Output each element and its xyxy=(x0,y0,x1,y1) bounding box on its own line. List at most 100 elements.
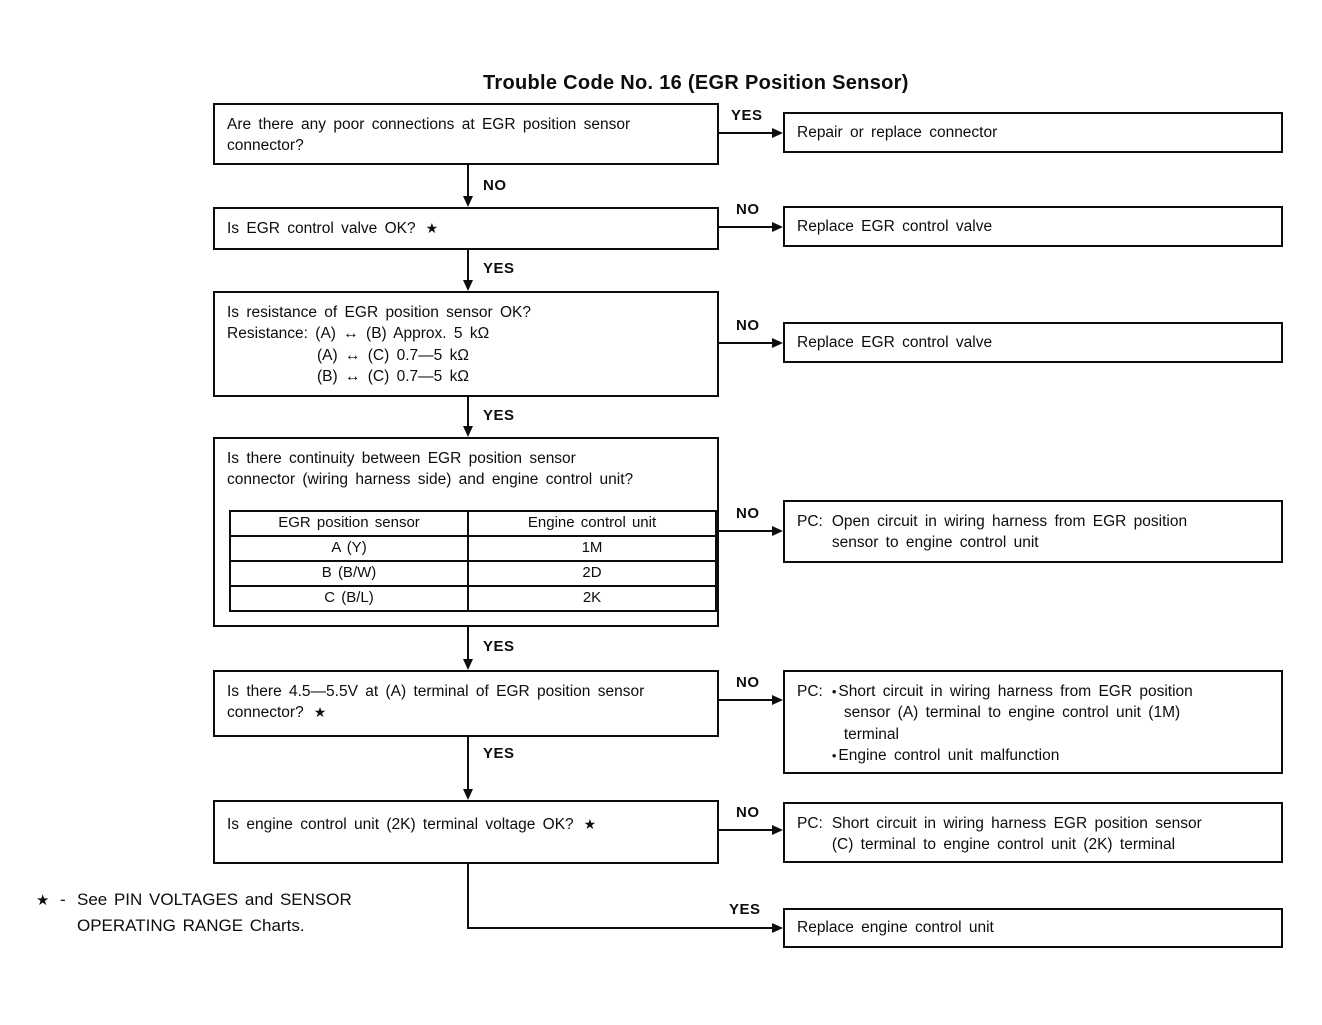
question-4-line1: Is there continuity between EGR position… xyxy=(227,450,576,467)
connector-label-yes: YES xyxy=(483,745,515,762)
table-cell: B (B/W) xyxy=(228,560,470,587)
connector-line xyxy=(467,927,773,929)
pc-prefix: PC: xyxy=(797,513,823,530)
question-3-line1: Is resistance of EGR position sensor OK? xyxy=(227,304,532,321)
pc-bullet-list: •Short circuit in wiring harness from EG… xyxy=(832,681,1193,767)
pc-row: PC: Short circuit in wiring harness EGR … xyxy=(797,813,1269,856)
table-row: C (B/L) 2K xyxy=(228,585,717,612)
result-3-text: Replace EGR control valve xyxy=(797,333,993,351)
result-box-short-circuit-c: PC: Short circuit in wiring harness EGR … xyxy=(783,802,1283,863)
result-6-line2: (C) terminal to engine control unit (2K)… xyxy=(831,836,1176,854)
table-cell: 2K xyxy=(467,585,717,612)
arrowhead-right-icon xyxy=(772,128,783,138)
pc-row: PC: •Short circuit in wiring harness fro… xyxy=(797,681,1269,767)
question-box-4: Is there continuity between EGR position… xyxy=(213,437,719,627)
result-7-text: Replace engine control unit xyxy=(797,919,994,937)
page-title: Trouble Code No. 16 (EGR Position Sensor… xyxy=(483,72,909,94)
pc-bullet-item: •Engine control unit malfunction xyxy=(832,745,1193,766)
footnote-line1: See PIN VOLTAGES and SENSOR xyxy=(77,890,352,909)
pc-row: PC: Open circuit in wiring harness from … xyxy=(797,511,1269,554)
connector-line xyxy=(719,132,773,134)
question-3-line3: (A) ↔ (C) 0.7—5 kΩ xyxy=(317,346,469,364)
footnote-separator: - xyxy=(60,890,66,909)
result-box-short-circuit-a: PC: •Short circuit in wiring harness fro… xyxy=(783,670,1283,774)
question-6-text: Is engine control unit (2K) terminal vol… xyxy=(227,816,574,833)
question-5-line2: connector? ★ xyxy=(227,702,705,723)
arrowhead-down-icon xyxy=(463,426,473,437)
table-row: B (B/W) 2D xyxy=(228,560,717,587)
connector-line xyxy=(719,530,773,532)
item-1-line3: terminal xyxy=(843,725,899,743)
star-icon: ★ xyxy=(313,704,327,721)
arrowhead-right-icon xyxy=(772,695,783,705)
question-4-line2: connector (wiring harness side) and engi… xyxy=(227,471,634,489)
item-1-line2: sensor (A) terminal to engine control un… xyxy=(843,704,1181,722)
question-3-line4: (B) ↔ (C) 0.7—5 kΩ xyxy=(317,368,469,386)
item-2-line1-text: Engine control unit malfunction xyxy=(838,747,1060,765)
result-box-open-circuit: PC: Open circuit in wiring harness from … xyxy=(783,500,1283,563)
connector-line xyxy=(719,226,773,228)
pc-bullet-item: •Short circuit in wiring harness from EG… xyxy=(832,681,1193,745)
connector-line xyxy=(467,864,469,929)
question-5-line2-text: connector? xyxy=(227,704,304,722)
item-1-line1-text: Short circuit in wiring harness from EGR… xyxy=(838,683,1193,700)
arrowhead-right-icon xyxy=(772,338,783,348)
connector-label-no: NO xyxy=(736,201,760,218)
bullet-icon: • xyxy=(831,748,837,764)
pc-text: Short circuit in wiring harness EGR posi… xyxy=(832,813,1202,856)
arrowhead-right-icon xyxy=(772,222,783,232)
pc-prefix: PC: xyxy=(797,683,823,700)
table-header-sensor: EGR position sensor xyxy=(228,510,470,537)
connector-label-no: NO xyxy=(736,317,760,334)
connector-label-yes: YES xyxy=(731,107,763,124)
question-1-line1: Are there any poor connections at EGR po… xyxy=(227,116,631,133)
connector-line xyxy=(467,737,469,790)
result-box-replace-egr-valve-1: Replace EGR control valve xyxy=(783,206,1283,247)
result-4-line2: sensor to engine control unit xyxy=(831,534,1039,552)
result-2-text: Replace EGR control valve xyxy=(797,217,993,235)
question-3-line2: Resistance: (A) ↔ (B) Approx. 5 kΩ xyxy=(227,325,490,343)
question-box-1: Are there any poor connections at EGR po… xyxy=(213,103,719,165)
question-box-3: Is resistance of EGR position sensor OK?… xyxy=(213,291,719,397)
table-cell: 1M xyxy=(467,535,717,562)
table-cell: 2D xyxy=(467,560,717,587)
question-1-line2: connector? xyxy=(227,137,304,155)
connector-label-yes: YES xyxy=(729,901,761,918)
result-box-repair-connector: Repair or replace connector xyxy=(783,112,1283,153)
connector-label-yes: YES xyxy=(483,260,515,277)
arrowhead-right-icon xyxy=(772,825,783,835)
arrowhead-down-icon xyxy=(463,196,473,207)
connector-line xyxy=(719,699,773,701)
arrowhead-down-icon xyxy=(463,659,473,670)
connector-line xyxy=(467,250,469,281)
table-cell: C (B/L) xyxy=(228,585,470,612)
bullet-icon: • xyxy=(831,684,837,699)
connector-label-no: NO xyxy=(483,177,507,194)
table-cell: A (Y) xyxy=(228,535,470,562)
connector-label-no: NO xyxy=(736,674,760,691)
question-box-6: Is engine control unit (2K) terminal vol… xyxy=(213,800,719,864)
connector-line xyxy=(467,397,469,427)
arrowhead-right-icon xyxy=(772,526,783,536)
connector-line xyxy=(719,342,773,344)
question-box-2: Is EGR control valve OK?★ xyxy=(213,207,719,250)
footnote-line2: OPERATING RANGE Charts. xyxy=(77,916,305,935)
result-4-line1: Open circuit in wiring harness from EGR … xyxy=(831,513,1188,530)
question-box-5: Is there 4.5—5.5V at (A) terminal of EGR… xyxy=(213,670,719,737)
footnote-star-icon: ★ xyxy=(36,892,50,909)
table-row: A (Y) 1M xyxy=(228,535,717,562)
table-header-row: EGR position sensor Engine control unit xyxy=(228,510,717,537)
result-box-replace-egr-valve-2: Replace EGR control valve xyxy=(783,322,1283,363)
result-1-text: Repair or replace connector xyxy=(797,123,998,141)
result-box-replace-ecu: Replace engine control unit xyxy=(783,908,1283,948)
connector-line xyxy=(719,829,773,831)
connector-label-yes: YES xyxy=(483,407,515,424)
arrowhead-down-icon xyxy=(463,789,473,800)
star-icon: ★ xyxy=(583,816,597,832)
connector-label-no: NO xyxy=(736,804,760,821)
table-header-ecu: Engine control unit xyxy=(467,510,717,537)
item-1-line1: •Short circuit in wiring harness from EG… xyxy=(832,681,1193,702)
connector-label-no: NO xyxy=(736,505,760,522)
question-2-text: Is EGR control valve OK? xyxy=(227,220,416,237)
